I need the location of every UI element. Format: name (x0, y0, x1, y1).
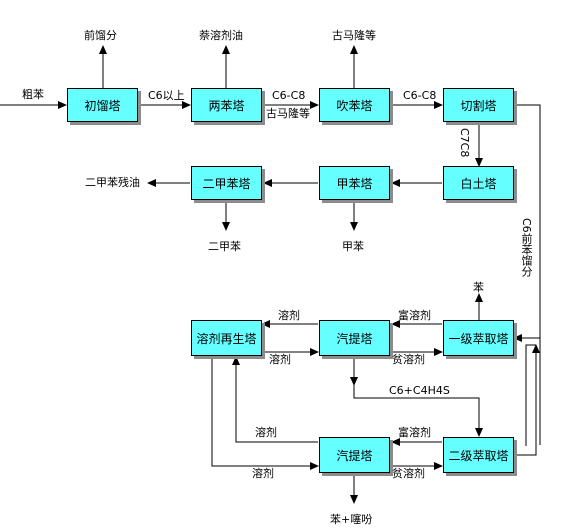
arrow-solvent-3 (232, 356, 318, 443)
node-two-benzene-tower: 两苯塔 (191, 88, 262, 122)
node-toluene-tower: 甲苯塔 (319, 166, 390, 200)
label-c7c8: C7C8 (458, 128, 471, 158)
node-clay-tower: 白土塔 (443, 166, 514, 200)
label-lean-solvent-2: 贫溶剂 (392, 467, 425, 480)
label-lean-solvent-1: 贫溶剂 (392, 353, 425, 366)
label-benzene: 苯 (473, 281, 484, 294)
label-crude-benzene: 粗苯 (22, 88, 44, 101)
node-extractor-1: 一级萃取塔 (443, 320, 514, 356)
label-c6-c8-b: C6-C8 (403, 89, 437, 102)
label-coumarone: 古马隆等 (332, 29, 376, 42)
label-c6-fraction: C6前苯馏分 (520, 218, 533, 277)
node-stripper-1: 汽提塔 (319, 320, 390, 356)
line-c6-fraction (514, 104, 541, 445)
arrow-extractor-2-up (516, 344, 540, 456)
node-extractor-2: 二级萃取塔 (443, 437, 514, 473)
node-cutting-tower: 切割塔 (443, 88, 514, 122)
arrow-solvent-4 (211, 357, 319, 470)
label-c6-c8-a: C6-C8 (272, 89, 306, 102)
label-coumarone-etc: 古马隆等 (266, 107, 310, 120)
arrow-c6-to-extractor-2 (525, 344, 536, 446)
label-xylene: 二甲苯 (208, 240, 241, 253)
label-xylene-residue-oil: 二甲苯残油 (85, 176, 140, 189)
label-rich-solvent-1: 富溶剂 (398, 309, 431, 322)
label-toluene: 甲苯 (342, 240, 364, 253)
label-rich-solvent-2: 富溶剂 (398, 426, 431, 439)
node-stripper-2: 汽提塔 (319, 437, 390, 473)
label-naphthalene-solvent-oil: 萘溶剂油 (199, 29, 243, 42)
label-benzene-thiophene: 苯+噻吩 (330, 513, 373, 526)
node-solvent-regen-tower: 溶剂再生塔 (191, 320, 262, 356)
node-blow-benzene-tower: 吹苯塔 (319, 88, 390, 122)
label-solvent-4: 溶剂 (252, 467, 274, 480)
node-xylene-tower: 二甲苯塔 (191, 166, 262, 200)
label-solvent-3: 溶剂 (255, 426, 277, 439)
label-solvent-1: 溶剂 (278, 309, 300, 322)
node-initial-tower: 初馏塔 (67, 88, 138, 122)
label-fore-fraction: 前馏分 (84, 29, 117, 42)
label-c6-c4h4s: C6+C4H4S (389, 384, 450, 397)
label-solvent-2: 溶剂 (269, 353, 291, 366)
label-c6-above: C6以上 (148, 89, 185, 102)
